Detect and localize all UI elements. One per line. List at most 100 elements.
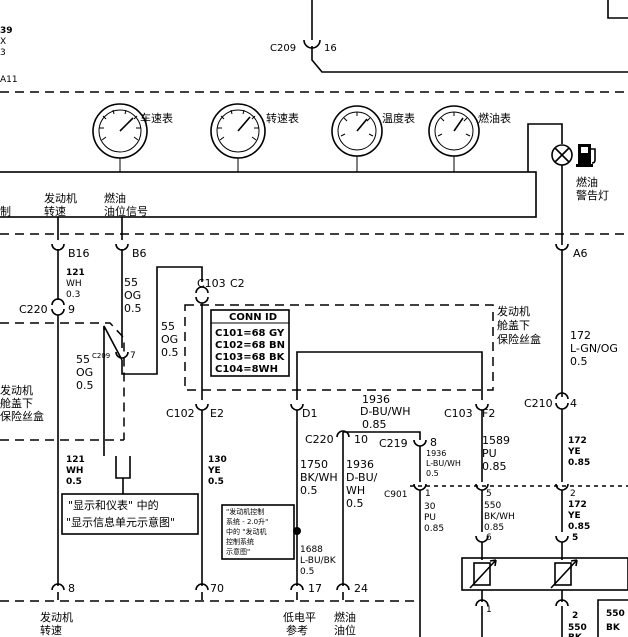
d1-label: D1 bbox=[302, 407, 317, 420]
c102-label: C102 bbox=[166, 407, 195, 420]
a11-label: A11 bbox=[0, 75, 18, 85]
conn-id-row-3: C103=68 BK bbox=[215, 352, 286, 363]
c103-lower-connector bbox=[195, 296, 209, 304]
cluster-dashed-border bbox=[0, 91, 628, 235]
cluster-pin-stubs bbox=[57, 217, 123, 240]
bottom-engine-speed-2: 转速 bbox=[40, 623, 62, 637]
fuse-box-left-3: 保险丝盒 bbox=[0, 409, 44, 423]
conn-id-row-2: C102=68 BN bbox=[215, 340, 285, 351]
conn-id-title: CONN ID bbox=[229, 312, 277, 323]
w1936-top-num: 1936 bbox=[362, 393, 390, 406]
w1589-color: PU bbox=[482, 447, 497, 460]
w1589-size: 0.85 bbox=[482, 460, 507, 473]
cluster-engine-speed-2: 转速 bbox=[44, 204, 66, 218]
fuel-pump-icon bbox=[576, 144, 596, 167]
pin-b16: B16 bbox=[68, 247, 90, 260]
w172a-color: L-GN/OG bbox=[570, 342, 618, 355]
wire-top-right-corner bbox=[607, 0, 628, 19]
w172c-num: 172 bbox=[568, 500, 587, 510]
fuel-warning-lamp bbox=[551, 144, 573, 166]
bottom-fuel-level-2: 油位 bbox=[334, 623, 356, 637]
cluster-fuel-level-1: 燃油 bbox=[104, 191, 126, 205]
fuse-box-right-3: 保险丝盒 bbox=[497, 332, 541, 346]
gauge-temperature-label: 温度表 bbox=[382, 111, 415, 125]
c220-pin: 9 bbox=[68, 303, 75, 316]
w121-wh-05-color: WH bbox=[66, 466, 83, 476]
c901-label: C901 bbox=[384, 490, 407, 500]
fuse-box-right-2: 舱盖下 bbox=[497, 318, 530, 332]
variable-resistor-2 bbox=[550, 559, 578, 589]
w1936-top-color: D-BU/WH bbox=[360, 405, 411, 418]
pin-a6: A6 bbox=[573, 247, 588, 260]
c210-label: C210 bbox=[524, 397, 553, 410]
w1936c-color: L-BU/WH bbox=[426, 459, 461, 468]
sender-wires-out bbox=[481, 606, 563, 637]
variable-resistor-1 bbox=[469, 559, 497, 589]
fuse-box-left-1: 发动机 bbox=[0, 383, 33, 397]
w1589-num: 1589 bbox=[482, 434, 510, 447]
w172a-size: 0.5 bbox=[570, 355, 588, 368]
w1936a-color-2: WH bbox=[346, 484, 365, 497]
fragment-line-3: 3 bbox=[0, 48, 6, 58]
wire-55-og-left bbox=[103, 326, 131, 479]
wire-1936-top bbox=[343, 431, 421, 440]
w121-wh-05-num: 121 bbox=[66, 455, 85, 465]
bottom-fuel-level-1: 燃油 bbox=[334, 610, 356, 624]
w30-num: 30 bbox=[424, 502, 436, 512]
c210-pin: 4 bbox=[570, 397, 577, 410]
w1750-num: 1750 bbox=[300, 458, 328, 471]
w172c-color: YE bbox=[567, 511, 581, 521]
w1936a-num: 1936 bbox=[346, 458, 374, 471]
gauge-speedometer: 车速表 bbox=[92, 103, 173, 172]
sender-connectors bbox=[475, 599, 569, 607]
bottom-pin-1: 1 bbox=[486, 605, 492, 615]
bottom-stubs bbox=[57, 592, 344, 600]
fuse-box-left-border bbox=[0, 322, 125, 440]
w55a-size: 0.5 bbox=[124, 302, 142, 315]
gauge-fuel-label: 燃油表 bbox=[478, 111, 511, 125]
w55c-color: OG bbox=[161, 333, 178, 346]
gauge-tachometer: 转速表 bbox=[210, 103, 299, 172]
c209-top-label: C209 bbox=[270, 43, 296, 54]
ref-engine-2: 系统 - 2.0升" bbox=[226, 517, 268, 526]
w130-color: YE bbox=[207, 466, 221, 476]
cluster-fuel-level-2: 油位信号 bbox=[104, 204, 148, 218]
ref-display-1: "显示和仪表" 中的 bbox=[68, 498, 159, 512]
c103-upper-connector bbox=[195, 286, 209, 294]
gauge-tachometer-label: 转速表 bbox=[266, 111, 299, 125]
w172a-num: 172 bbox=[570, 329, 591, 342]
gauge-temperature: 温度表 bbox=[331, 105, 415, 172]
c103-label: C103 bbox=[197, 277, 226, 290]
w550-num: 550 bbox=[484, 501, 501, 511]
w172b-num: 172 bbox=[568, 436, 587, 446]
conn-id-row-1: C101=68 GY bbox=[215, 328, 285, 339]
w1750-color: BK/WH bbox=[300, 471, 338, 484]
c220b-pin: 10 bbox=[354, 433, 368, 446]
w1750-size: 0.5 bbox=[300, 484, 318, 497]
w130-num: 130 bbox=[208, 455, 227, 465]
conn-id-box bbox=[210, 309, 290, 377]
cluster-module bbox=[0, 171, 537, 218]
w1688-color: L-BU/BK bbox=[300, 556, 337, 566]
c209-label: C209 bbox=[92, 352, 110, 360]
fuel-warning-label-1: 燃油 bbox=[576, 175, 598, 189]
cluster-engine-speed-1: 发动机 bbox=[44, 191, 77, 205]
conn-id-row-4: C104=8WH bbox=[215, 364, 278, 375]
ref-engine-1: "发动机控制 bbox=[226, 507, 264, 516]
fragment-line-2: X bbox=[0, 37, 6, 47]
w30-size: 0.85 bbox=[424, 524, 444, 534]
pin-5b-label: 5 bbox=[572, 533, 578, 543]
pin-5b-connector bbox=[555, 535, 569, 543]
w550-color: BK/WH bbox=[484, 512, 515, 522]
gauge-fuel: 燃油表 bbox=[428, 105, 511, 172]
w55b-size: 0.5 bbox=[76, 379, 94, 392]
w172b-size: 0.85 bbox=[568, 458, 590, 468]
c220-lower-connector bbox=[51, 308, 65, 316]
w55c-num: 55 bbox=[161, 320, 175, 333]
c103-dashed-box bbox=[184, 304, 494, 391]
wire-top-run-right bbox=[311, 46, 628, 73]
w550-right-num: 550 bbox=[606, 609, 625, 619]
ref-display-2: "显示信息单元示意图" bbox=[66, 515, 175, 529]
c901-pin-2: 2 bbox=[570, 489, 576, 499]
sender-leads bbox=[481, 590, 563, 602]
